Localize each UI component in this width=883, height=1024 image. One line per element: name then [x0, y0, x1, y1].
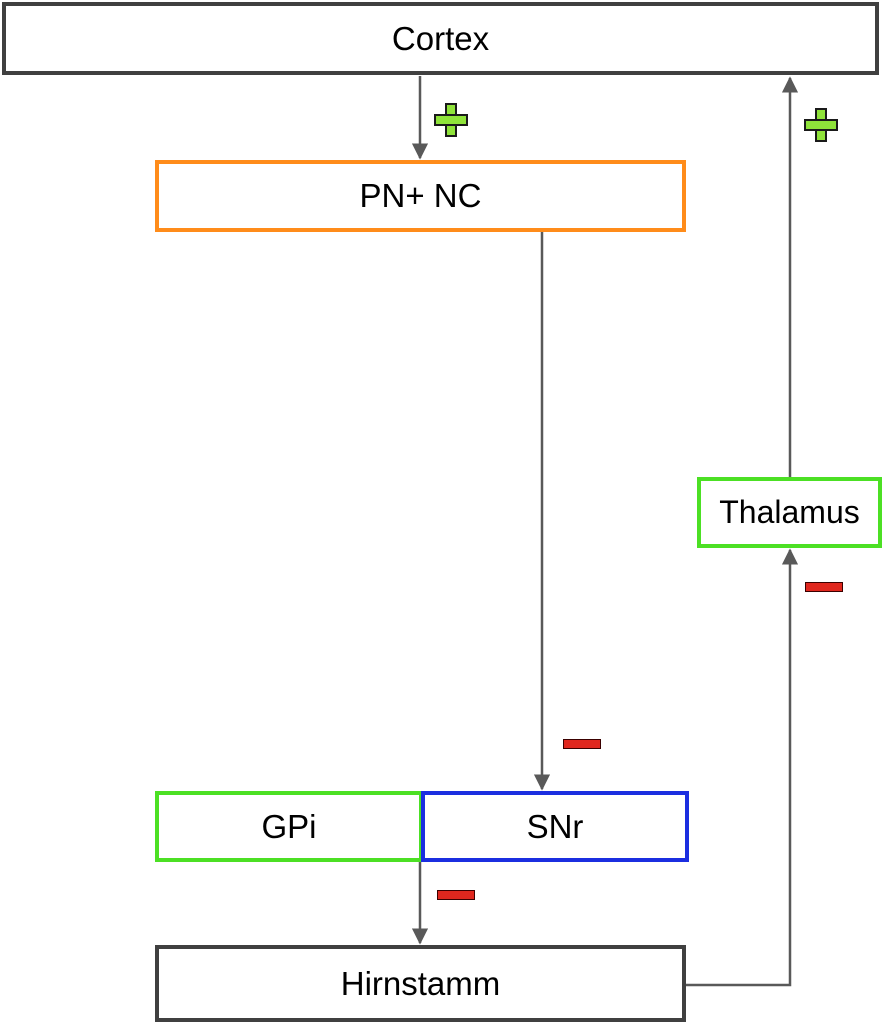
pn-nc-node: PN+ NC — [155, 160, 686, 232]
excitatory-plus-icon — [434, 103, 468, 137]
inhibitory-minus-icon — [805, 582, 843, 592]
excitatory-plus-icon — [804, 108, 838, 142]
hirnstamm-node: Hirnstamm — [155, 945, 686, 1022]
inhibitory-minus-icon — [437, 890, 475, 900]
inhibitory-minus-icon — [563, 739, 601, 749]
gpi-node: GPi — [155, 791, 423, 862]
snr-node: SNr — [421, 791, 689, 862]
thalamus-node: Thalamus — [697, 477, 882, 548]
arrow-hirnstamm-to-thalamus — [686, 548, 799, 987]
cortex-node: Cortex — [2, 2, 879, 75]
